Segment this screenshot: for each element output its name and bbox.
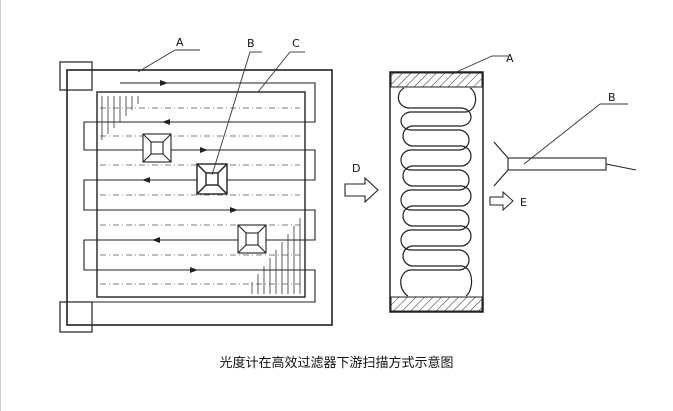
label-left-a: A [176,36,184,49]
label-right-b: B [608,91,616,104]
page-border [0,0,1,411]
scan-lane-centerlines [100,107,300,285]
probe-square-1 [142,133,172,163]
filter-outer-frame [66,69,333,326]
scan-probe [493,141,637,187]
leader-lines-left [137,49,305,176]
hatched-frame-bottom [390,296,483,312]
probe-square-3 [237,224,267,254]
label-left-c: C [292,37,300,50]
scan-diagram: A B C D E A B [59,36,637,333]
airflow-arrow-d [344,176,379,204]
filter-inner-frame [96,91,306,298]
pleated-media [400,87,477,297]
hatch-bottom-right [251,218,301,294]
scan-path [83,82,316,303]
filter-section-view [389,71,484,313]
hatched-frame-top [390,72,483,88]
filter-top-view [59,49,333,333]
corner-post-top-left [59,61,93,91]
filter-section-frame [389,71,484,313]
probe-square-2 [196,163,228,195]
pleated-media-inner [397,87,473,297]
airflow-arrow-e [489,190,514,212]
leader-lines-right [451,55,628,165]
label-d: D [352,162,360,175]
corner-post-bottom-left [59,301,93,333]
label-e: E [520,196,527,209]
label-right-a: A [506,52,514,65]
label-left-b: B [247,37,255,50]
figure-caption: 光度计在高效过滤器下游扫描方式示意图 [219,356,454,371]
hatch-top-left [101,96,139,140]
scan-direction-arrows [142,80,238,273]
